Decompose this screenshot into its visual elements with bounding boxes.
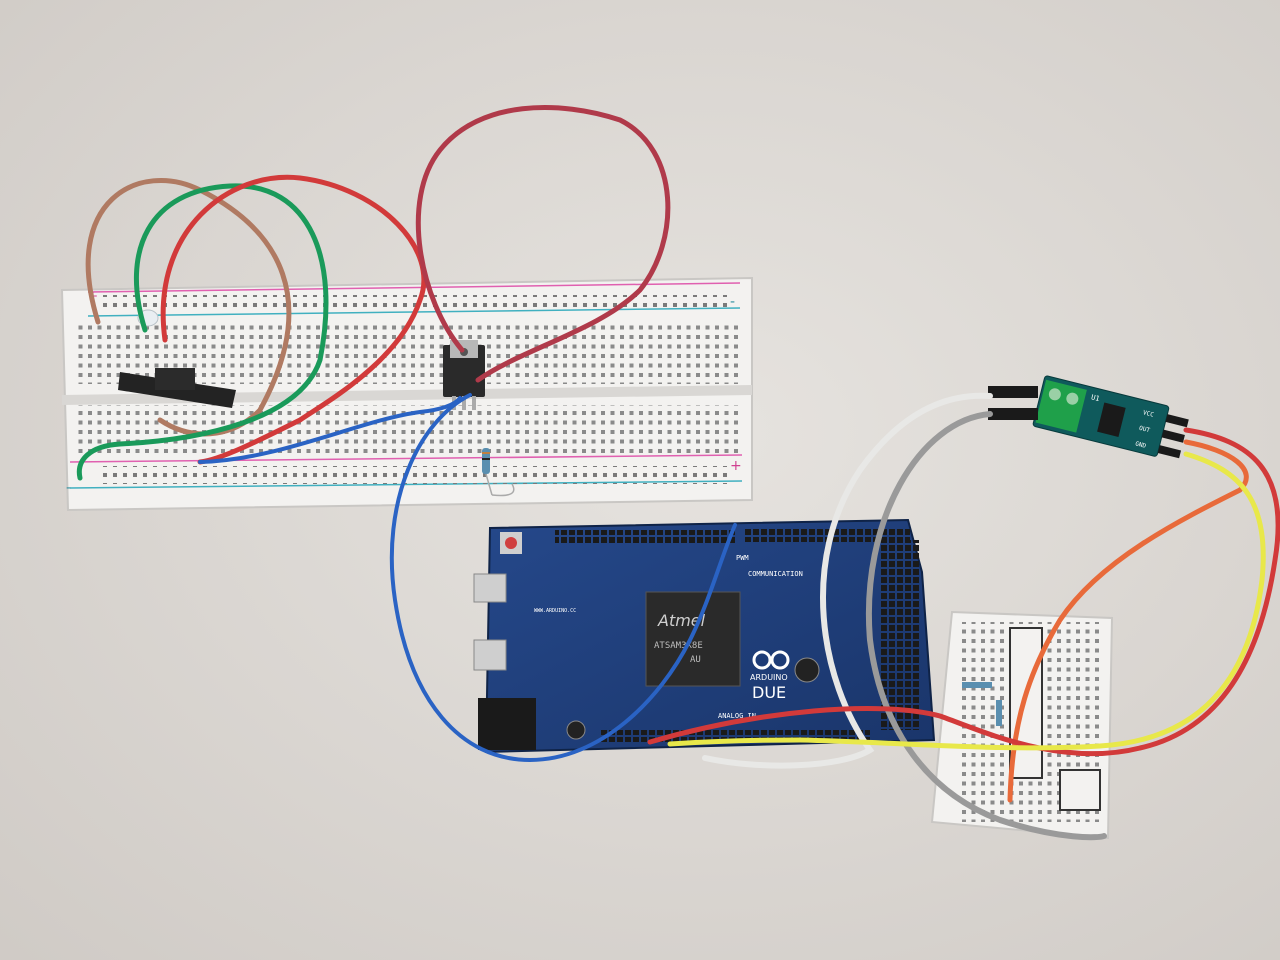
small-breadboard [930,610,1114,840]
wire-blue-long [389,393,737,763]
wire-maroon-top [415,105,671,383]
logo-text: ARDUINO [750,673,788,682]
bb-minus-bottom-left: - [66,480,71,496]
chip-package: AU [690,655,701,665]
sensor-vcc-label: VCC [1142,409,1155,419]
communication-label: COMMUNICATION [748,570,803,578]
wire-orange [1007,439,1249,803]
usb-port-programming [473,639,507,671]
wire-green [76,183,329,481]
wire-red-right [647,427,1280,757]
jumper-wires [76,105,1280,841]
board-name: DUE [752,683,786,702]
dc-power-jack [478,698,536,750]
sensor-out-label: OUT [1138,425,1151,435]
main-chip [645,591,741,687]
capacitor [794,657,820,683]
bb-plus-bottom-right: + [730,458,742,474]
wire-white [702,392,993,769]
analog-in-label: ANALOG IN [718,712,756,720]
wire-yellow [667,451,1266,751]
usb-port-native [473,573,507,603]
chip-model: ATSAM3X8E [654,641,703,651]
current-sensor-module: U1 VCC OUT GND [1032,375,1189,459]
resistor [482,448,515,497]
wire-blue-short [198,396,462,464]
wire-gray [865,411,1107,841]
website-label: WWW.ARDUINO.CC [534,608,576,614]
pwm-label: PWM [736,554,749,562]
sensor-u1-label: U1 [1090,393,1100,403]
chip-brand: Atmel [657,611,706,630]
sensor-gnd-label: GND [1134,440,1147,450]
arduino-due-board: Atmel ATSAM3X8E AU ARDUINO DUE COMMUNICA… [473,518,936,754]
mosfet-left [118,368,236,408]
bb-minus-top-right: - [730,294,735,310]
arduino-logo [752,650,790,670]
